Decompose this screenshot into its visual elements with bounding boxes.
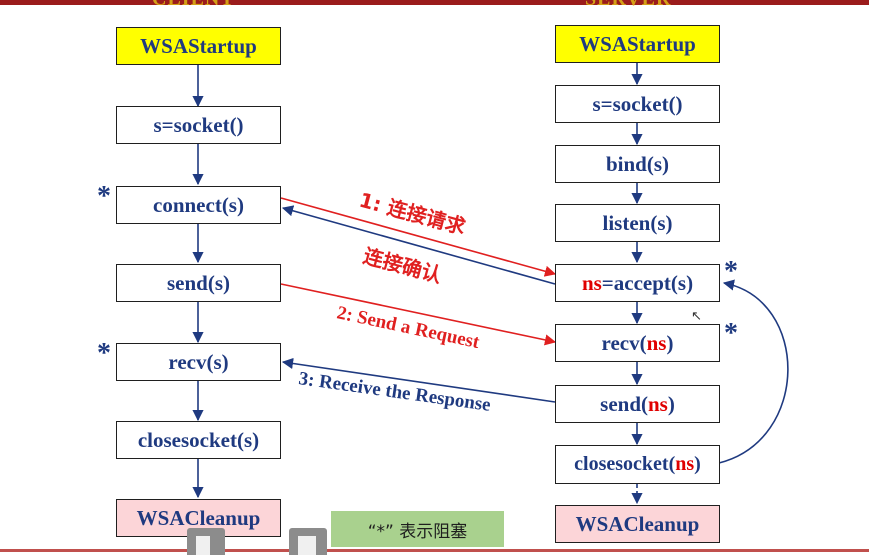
receive-response-arrow — [281, 357, 556, 403]
server-closesocket-box: closesocket(ns) — [555, 445, 720, 484]
server-close-prefix: closesocket( — [574, 453, 676, 475]
client-closesocket-box: closesocket(s) — [116, 421, 281, 459]
server-send-suffix: ) — [667, 391, 675, 416]
server-close-ns: ns — [675, 453, 695, 475]
client-wsacleanup-box: WSACleanup — [116, 499, 281, 537]
send-request-arrow — [280, 283, 557, 346]
server-header: SERVER — [585, 0, 671, 11]
receive-response-label: 3: Receive the Response — [297, 368, 492, 416]
client-socket-box: s=socket() — [116, 106, 281, 144]
server-recv-ns: ns — [646, 330, 667, 355]
server-recv-blocking-marker: * — [724, 318, 738, 349]
server-recv-box: recv(ns) — [555, 324, 720, 362]
server-send-ns: ns — [648, 391, 668, 416]
server-accept-call: =accept(s) — [601, 270, 694, 295]
connect-request-arrow — [280, 197, 557, 277]
send-request-label: 2: Send a Request — [335, 302, 482, 353]
client-recv-blocking-marker: * — [97, 338, 111, 369]
server-accept-ns: ns — [581, 270, 602, 295]
server-listen-box: listen(s) — [555, 204, 720, 242]
mouse-cursor-icon: ↖ — [691, 309, 702, 324]
server-send-box: send(ns) — [555, 385, 720, 423]
server-loop-arrow — [718, 279, 789, 464]
server-accept-blocking-marker: * — [724, 256, 738, 287]
server-accept-box: ns=accept(s) — [555, 264, 720, 302]
server-wsacleanup-box: WSACleanup — [555, 505, 720, 543]
server-send-prefix: send( — [600, 391, 648, 416]
server-recv-prefix: recv( — [601, 330, 647, 355]
top-bar — [0, 0, 869, 5]
server-close-suffix: ) — [694, 453, 701, 475]
client-connect-box: connect(s) — [116, 186, 281, 224]
server-socket-box: s=socket() — [555, 85, 720, 123]
toolbar-ghost-icon-left[interactable] — [187, 528, 225, 555]
client-send-box: send(s) — [116, 264, 281, 302]
blocking-legend-note: “*” 表示阻塞 — [331, 511, 504, 547]
client-header: CLIENT — [152, 0, 235, 11]
connect-confirm-arrow — [281, 205, 556, 285]
client-wsastartup-box: WSAStartup — [116, 27, 281, 65]
connect-request-label: 1: 连接请求 — [357, 188, 469, 240]
client-connect-blocking-marker: * — [97, 181, 111, 212]
client-recv-box: recv(s) — [116, 343, 281, 381]
toolbar-ghost-icon-right[interactable] — [289, 528, 327, 555]
bottom-rule — [0, 549, 869, 552]
server-recv-suffix: ) — [666, 330, 674, 355]
server-wsastartup-box: WSAStartup — [555, 25, 720, 63]
server-bind-box: bind(s) — [555, 145, 720, 183]
